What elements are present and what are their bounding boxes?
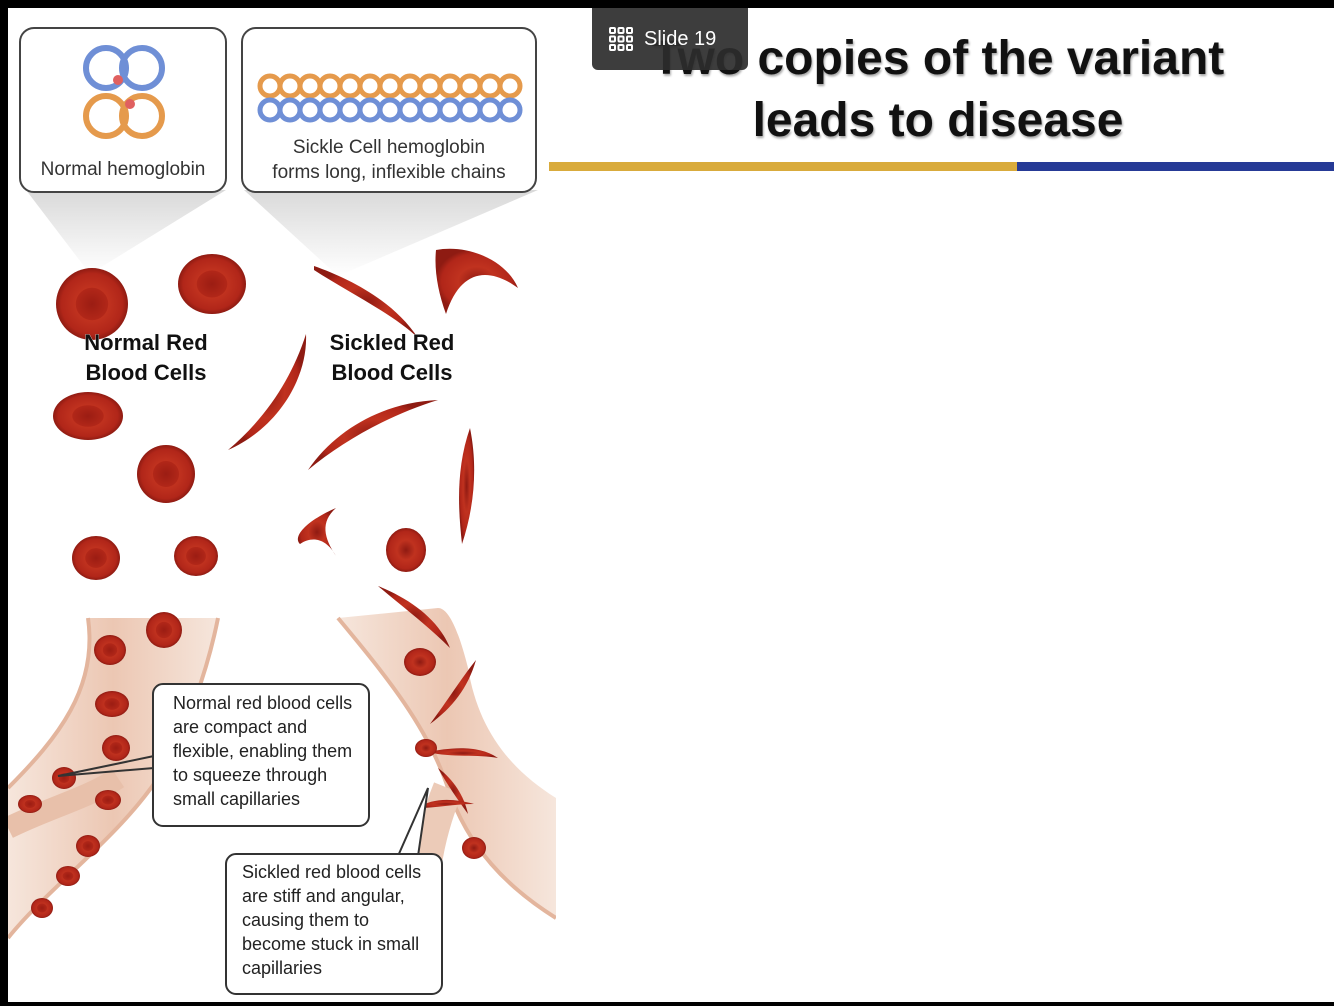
normal-rbc-label-line1: Normal Red xyxy=(84,330,207,355)
svg-text:capillaries: capillaries xyxy=(242,958,322,978)
title-underline-gold xyxy=(549,162,1017,171)
sickle-hb-cone xyxy=(244,190,538,276)
normal-rbc-label-line2: Blood Cells xyxy=(85,360,206,385)
svg-text:to squeeze through: to squeeze through xyxy=(173,765,327,785)
svg-text:causing them to: causing them to xyxy=(242,910,369,930)
normal-callout-text: Normal red blood cells are compact and f… xyxy=(173,693,352,809)
normal-hemoglobin-molecule xyxy=(83,45,165,139)
slide-title-line2: leads to disease xyxy=(752,94,1124,147)
slide-number-label: Slide 19 xyxy=(644,27,717,50)
sickle-cell-illustration: Normal hemoglobin Sickle Cell hemoglobin… xyxy=(8,27,556,995)
svg-text:small capillaries: small capillaries xyxy=(173,789,300,809)
normal-hb-cone xyxy=(26,190,226,274)
sickled-rbc-label-line2: Blood Cells xyxy=(331,360,452,385)
svg-text:become stuck in small: become stuck in small xyxy=(242,934,419,954)
sickle-callout-text: Sickled red blood cells are stiff and an… xyxy=(242,862,421,978)
svg-text:are stiff and angular,: are stiff and angular, xyxy=(242,886,405,906)
slide-navigator-button[interactable]: Slide 19 xyxy=(592,8,748,70)
svg-text:Normal red blood cells: Normal red blood cells xyxy=(173,693,352,713)
sickle-callout-box xyxy=(225,853,443,995)
sickle-hb-label-line1: Sickle Cell hemoglobin xyxy=(293,137,485,158)
svg-text:flexible, enabling them: flexible, enabling them xyxy=(173,741,352,761)
normal-callout-box xyxy=(152,683,370,827)
normal-red-blood-cells xyxy=(18,254,246,918)
normal-hb-label: Normal hemoglobin xyxy=(41,159,206,180)
title-underline-blue xyxy=(1017,162,1334,171)
sickle-hb-label-line2: forms long, inflexible chains xyxy=(272,162,505,183)
sickle-hb-box xyxy=(241,27,537,193)
slide-canvas: Normal hemoglobin Sickle Cell hemoglobin… xyxy=(8,8,1334,1002)
sickled-rbc-label-line1: Sickled Red xyxy=(330,330,455,355)
svg-text:are compact and: are compact and xyxy=(173,717,307,737)
sickle-hemoglobin-chain xyxy=(257,73,523,123)
grid-icon xyxy=(609,27,633,51)
sickled-red-blood-cells xyxy=(228,248,518,859)
svg-text:Sickled red blood cells: Sickled red blood cells xyxy=(242,862,421,882)
